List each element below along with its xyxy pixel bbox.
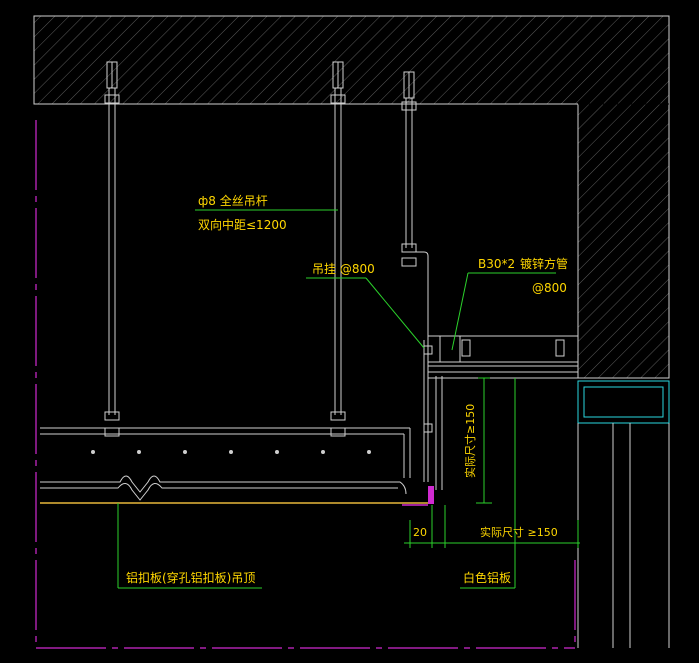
drawing-boundary: [35, 120, 576, 649]
ceiling-name-label: 铝扣板(穿孔铝扣板)吊顶: [126, 570, 255, 585]
ceiling-panel: [40, 427, 411, 501]
leader-lines: [117, 209, 556, 589]
ceiling-perforations: [91, 450, 371, 454]
cyan-frame: [577, 380, 670, 424]
tube-name-label: 镀锌方管: [520, 256, 568, 271]
vertical-dim-label: 实际尺寸≥150: [463, 404, 477, 478]
white-panel-label: 白色铝板: [463, 570, 511, 585]
annotations: ф8 全丝吊杆 双向中距≤1200 吊挂 @800 B30*2 镀锌方管 @80…: [126, 193, 568, 585]
dimension-lines: [404, 377, 580, 548]
panel-underside: [40, 486, 434, 506]
rod-spacing-label: 双向中距≤1200: [198, 217, 287, 232]
tube-spacing-label: @800: [532, 281, 567, 295]
hanger-label: 吊挂 @800: [312, 262, 375, 276]
square-tube: [427, 335, 579, 379]
horizontal-dim-label: 实际尺寸 ≥150: [480, 525, 558, 539]
rod-spec-label: ф8 全丝吊杆: [198, 193, 268, 208]
concrete-wall: [577, 103, 670, 379]
hanger-rods: [104, 61, 429, 437]
gap-dim-label: 20: [413, 526, 427, 539]
edge-panel: [423, 340, 443, 490]
wall-column: [577, 423, 670, 648]
tube-size-label: B30*2: [478, 257, 515, 271]
concrete-slab: [33, 15, 670, 105]
